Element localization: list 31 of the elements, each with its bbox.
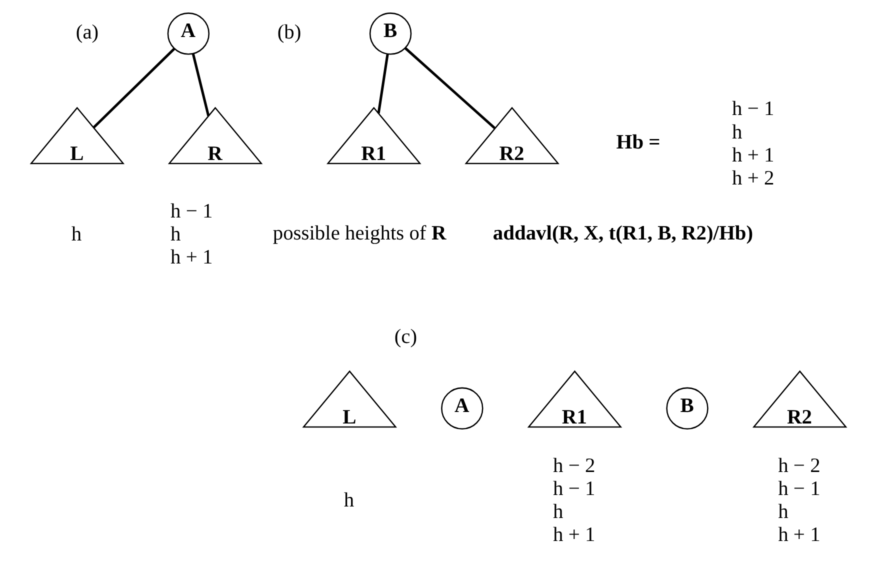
label: h + 1 — [732, 144, 774, 166]
node-circle: B — [666, 387, 708, 430]
label: h − 1 — [732, 98, 774, 120]
node-label: h — [778, 501, 788, 524]
connector — [404, 47, 496, 130]
connector — [92, 48, 176, 128]
node-label: h — [552, 501, 564, 524]
node-label: h − 2 — [552, 455, 596, 478]
label: Hb = — [616, 132, 660, 154]
node-circle: A — [441, 387, 484, 430]
node-label: h − 1 — [552, 478, 596, 500]
label: (c) — [394, 326, 418, 348]
label: h — [170, 224, 181, 246]
node-label: h — [344, 490, 354, 512]
label: (a) — [76, 22, 99, 44]
label: possible heights of R — [272, 222, 446, 244]
node-label: h − 2 — [778, 455, 820, 478]
node-label: h — [71, 224, 82, 246]
label: h — [732, 121, 742, 144]
node-label: h + 1 — [552, 524, 596, 546]
node-circle: A — [167, 12, 210, 55]
label: h − 1 — [170, 200, 213, 223]
label: (b) — [277, 22, 302, 44]
connector — [192, 54, 210, 116]
node-label: h − 1 — [778, 478, 820, 500]
label: h + 2 — [732, 167, 774, 190]
label: addavl(R, X, t(R1, B, R2)/Hb) — [492, 222, 754, 244]
label: h + 1 — [170, 246, 213, 269]
node-circle: B — [369, 12, 412, 55]
node-label: h + 1 — [778, 524, 820, 546]
connector — [377, 54, 389, 114]
